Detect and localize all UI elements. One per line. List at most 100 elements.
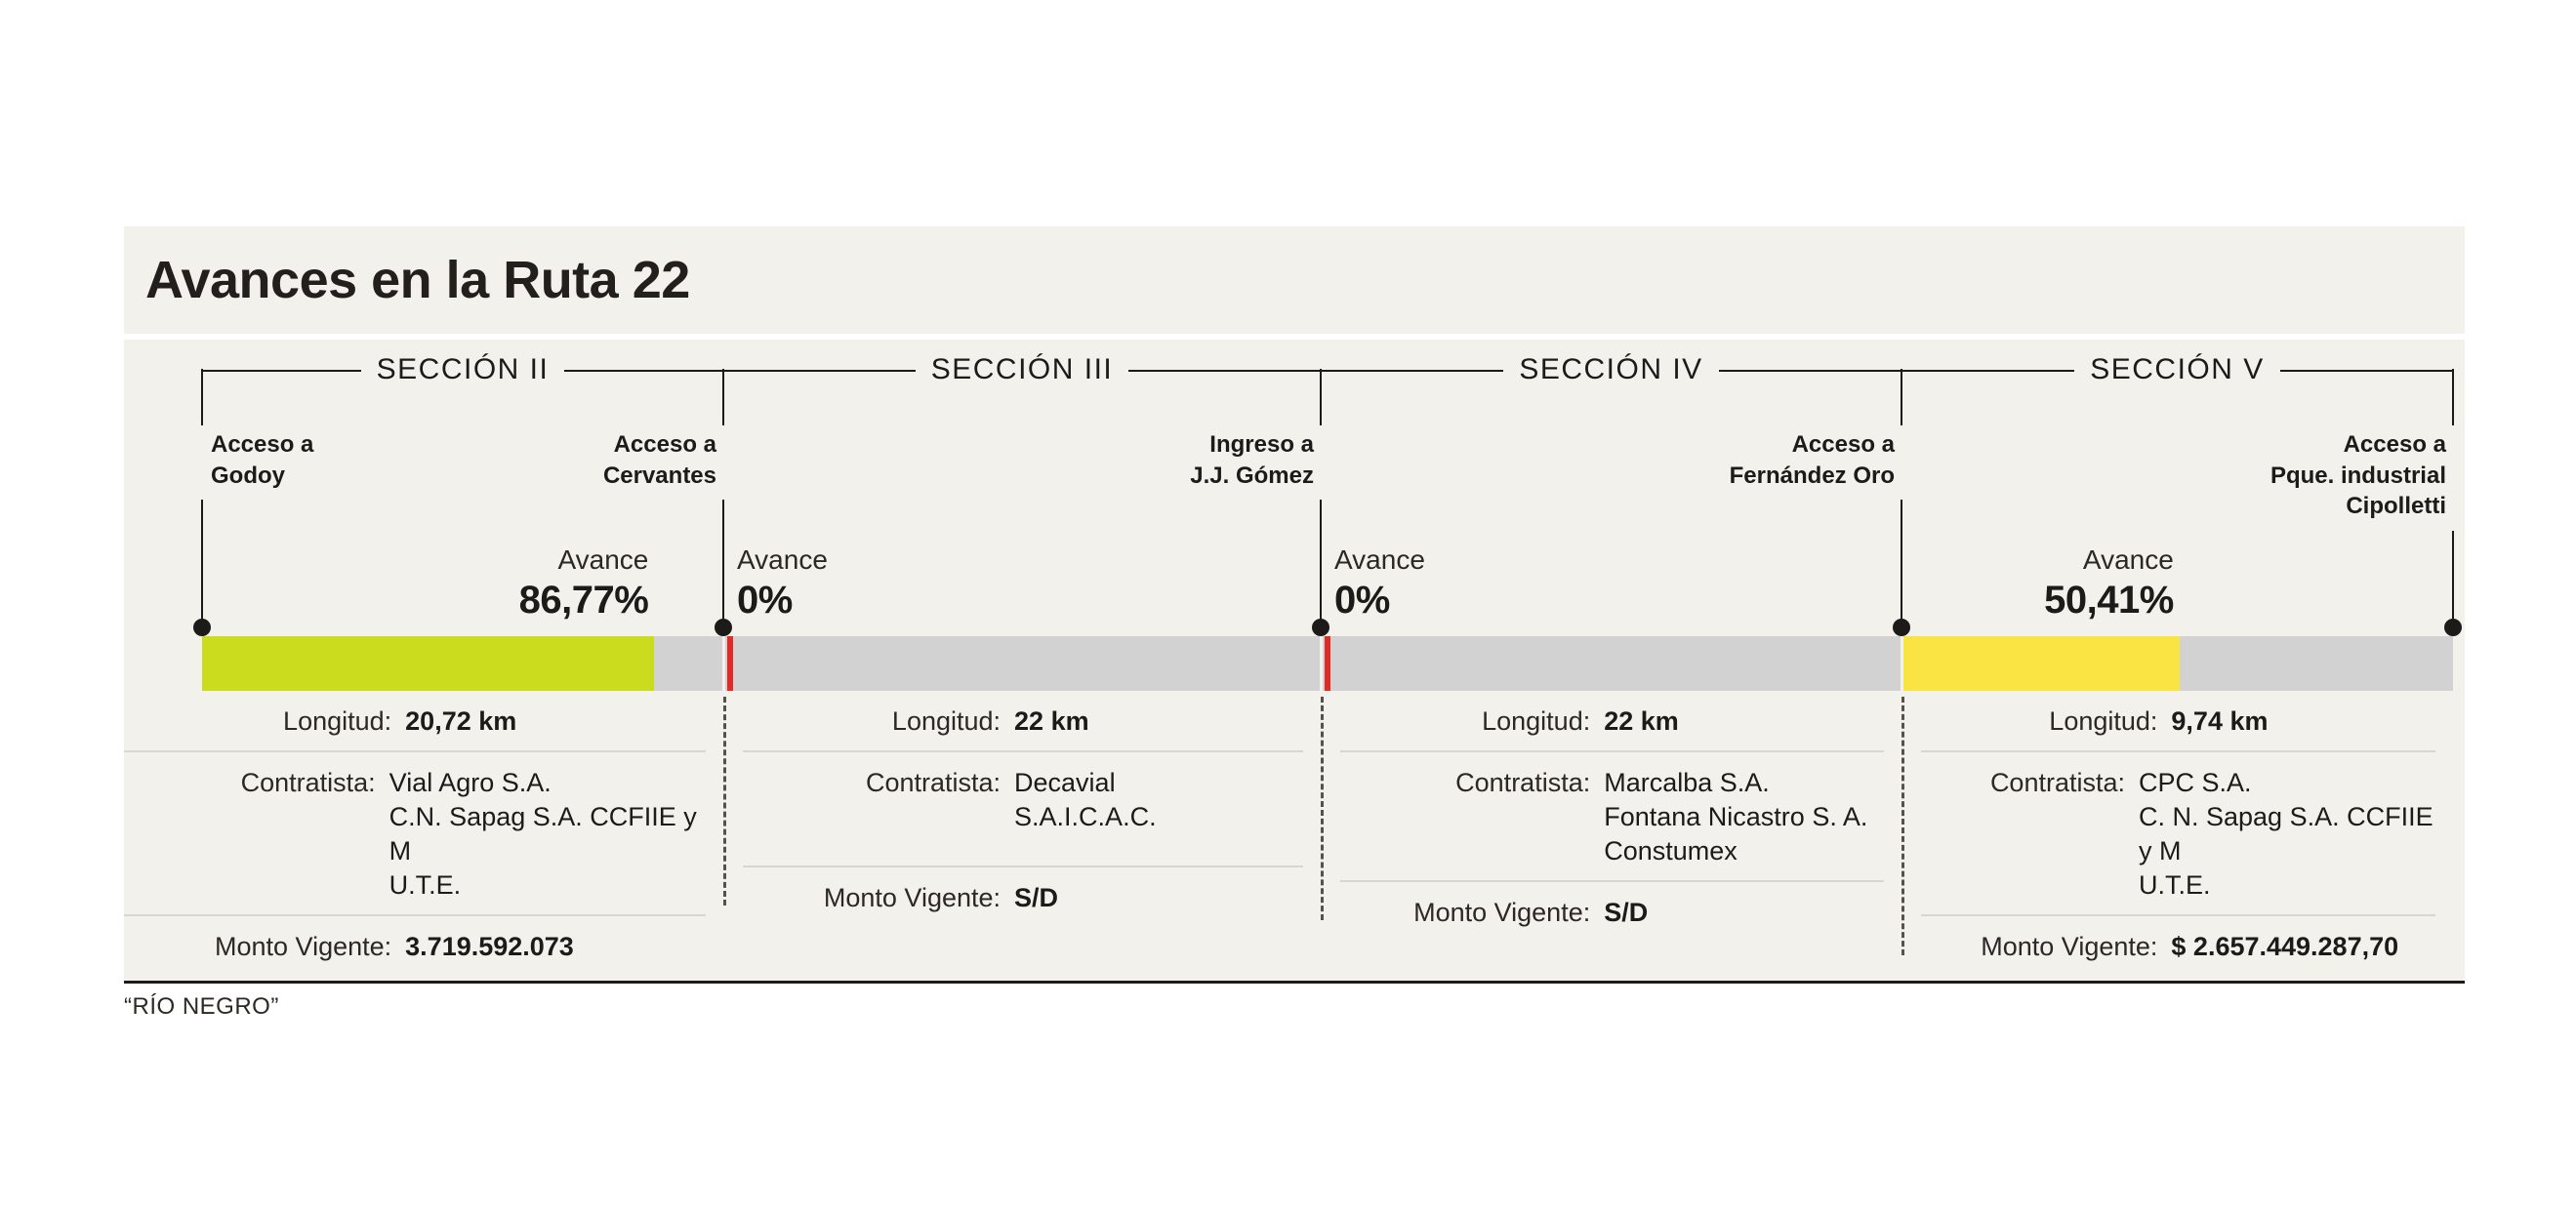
node-dot [715, 619, 732, 636]
node-stem-upper [1320, 400, 1322, 425]
detail-value: Marcalba S.A. Fontana Nicastro S. A. Con… [1604, 768, 1868, 866]
bar-segment-fill-1 [202, 636, 655, 691]
node-dot [193, 619, 211, 636]
section-bracket-tick [201, 369, 203, 400]
detail-value: 22 km [1604, 706, 1679, 736]
detail-label: Contratista: [1989, 768, 2125, 798]
node-dot [1893, 619, 1910, 636]
avance-label: Avance [557, 544, 649, 575]
avance-callout-1: Avance 86,77% [202, 544, 649, 622]
detail-value: 9,74 km [2171, 706, 2269, 736]
detail-column-3: Longitud: 22 km Contratista: Marcalba S.A. … [1321, 691, 1901, 942]
detail-value: $ 2.657.449.287,70 [2171, 932, 2399, 962]
avance-callout-4: Avance 50,41% [1901, 544, 2174, 622]
detail-row: Monto Vigente:S/D [743, 866, 1303, 927]
detail-label: Monto Vigente: [215, 932, 392, 962]
node-stem-lower [722, 500, 724, 627]
node-stem-lower [201, 500, 203, 627]
detail-row: Monto Vigente: $ 2.657.449.287,70 [1921, 914, 2435, 976]
detail-row: Contratista: Decavial S.A.I.C.A.C. [743, 750, 1303, 866]
bar-segment-divider [1320, 636, 1323, 691]
bar-segment-fill-4 [1901, 636, 2180, 691]
avance-label: Avance [1334, 544, 1425, 575]
detail-label: Longitud: [2049, 706, 2158, 736]
section-bracket-tick [1901, 369, 1902, 400]
detail-row: Longitud: 22 km [743, 691, 1303, 750]
section-header-2: SECCIÓN III [723, 340, 1321, 400]
detail-label: Monto Vigente: [1981, 932, 2158, 962]
column-separator [1321, 697, 1324, 921]
bar-segment-divider [722, 636, 725, 691]
section-rule-right [2279, 370, 2453, 372]
node-stem-lower [1320, 500, 1322, 627]
detail-value: 22 km [1014, 706, 1089, 736]
section-header-3: SECCIÓN IV [1321, 340, 1901, 400]
panel-bottom-rule [124, 981, 2465, 984]
avance-value: 50,41% [2044, 579, 2174, 622]
detail-label: Longitud: [1482, 706, 1591, 736]
node-stem-upper [1901, 400, 1902, 425]
section-title: SECCIÓN III [930, 353, 1114, 385]
column-separator [723, 697, 726, 906]
detail-row: Longitud: 22 km [1340, 691, 1884, 750]
section-title: SECCIÓN IV [1519, 353, 1703, 385]
section-rule-right [1718, 370, 1901, 372]
bar-segment-divider [1901, 636, 1903, 691]
detail-row: Contratista: Marcalba S.A. Fontana Nicast… [1340, 750, 1884, 880]
node-stem-upper [722, 400, 724, 425]
section-bracket-tick [1320, 369, 1322, 400]
detail-label: Monto Vigente: [823, 883, 1002, 913]
detail-row: Monto Vigente: 3.719.592.073 [124, 914, 706, 976]
section-bracket-tick [722, 369, 724, 400]
source-credit: “RÍO NEGRO” [124, 993, 279, 1020]
node-dot [2444, 619, 2462, 636]
section-rule-left [1901, 370, 2075, 372]
section-rule-right [1128, 370, 1321, 372]
detail-label: Longitud: [891, 706, 1002, 736]
detail-value: Decavial S.A.I.C.A.C. [1014, 768, 1157, 832]
section-rule-right [564, 370, 724, 372]
node-stem-upper [2452, 400, 2454, 425]
column-separator [1901, 697, 1904, 955]
detail-column-4: Longitud: 9,74 km Contratista:CPC S.A. C. … [1901, 691, 2453, 977]
detail-row: Monto Vigente:S/D [1340, 880, 1884, 942]
avance-value: 0% [1334, 579, 1390, 622]
detail-value: Vial Agro S.A. C.N. Sapag S.A. CCFIIE y … [388, 768, 697, 901]
detail-row: Longitud:20,72 km [124, 691, 706, 750]
detail-row: Longitud: 9,74 km [1921, 691, 2435, 750]
detail-label: Monto Vigente: [1413, 898, 1591, 928]
section-bracket-tick [2452, 369, 2454, 400]
avance-label: Avance [2082, 544, 2174, 575]
section-header-1: SECCIÓN II [202, 340, 724, 400]
detail-label: Contratista: [240, 768, 376, 798]
avance-callout-3: Avance 0% [1334, 544, 1588, 622]
section-rule-left [202, 370, 361, 372]
section-rule-left [1321, 370, 1504, 372]
detail-row: Contratista: Vial Agro S.A. C.N. Sapag S.… [124, 750, 706, 914]
detail-label: Contratista: [1455, 768, 1591, 798]
section-title: SECCIÓN II [376, 353, 550, 385]
page-title: Avances en la Ruta 22 [145, 251, 690, 309]
node-stem-lower [2452, 531, 2454, 627]
progress-bar-track [202, 636, 2453, 691]
detail-column-1: Longitud:20,72 km Contratista: Vial Agro S… [124, 691, 723, 977]
detail-value: 3.719.592.073 [405, 932, 574, 962]
bar-red-marker-3 [1325, 636, 1330, 691]
infographic-root: Avances en la Ruta 22 SECCIÓN II SECCIÓN … [124, 226, 2465, 1021]
avance-value: 86,77% [518, 579, 649, 622]
node-stem-upper [201, 400, 203, 425]
detail-label: Contratista: [865, 768, 1002, 798]
avance-value: 0% [737, 579, 793, 622]
detail-row: Contratista:CPC S.A. C. N. Sapag S.A. CC… [1921, 750, 2435, 914]
